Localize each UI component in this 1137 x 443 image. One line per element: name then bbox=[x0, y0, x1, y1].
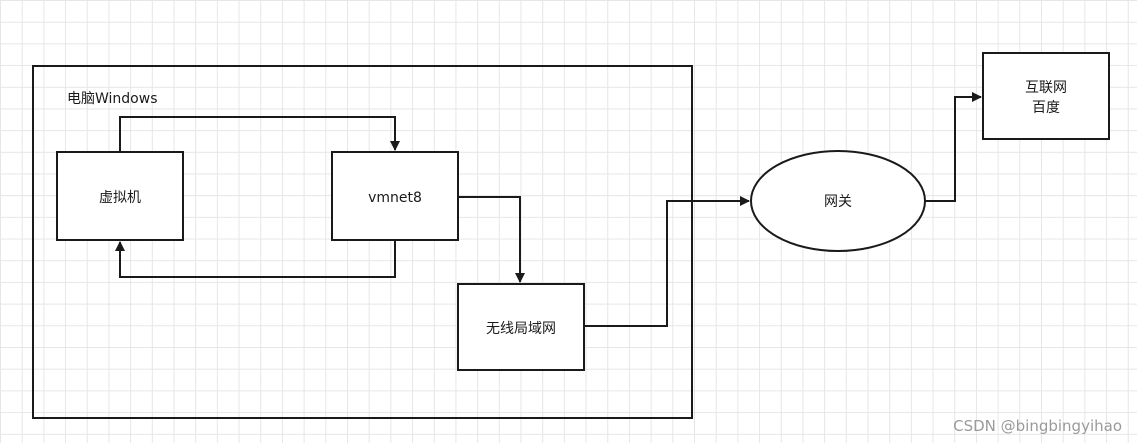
edge-vmnet8-to-wlan bbox=[458, 196, 525, 283]
node-wlan-label: 无线局域网 bbox=[486, 321, 556, 337]
node-vm bbox=[56, 151, 184, 241]
node-internet bbox=[982, 52, 1110, 140]
node-vm-label: 虚拟机 bbox=[99, 190, 141, 206]
edge-vmnet8-to-vm bbox=[115, 240, 396, 278]
node-vmnet8-label: vmnet8 bbox=[368, 190, 422, 206]
node-internet-label-line2: 百度 bbox=[1032, 100, 1060, 116]
watermark: CSDN @bingbingyihao bbox=[953, 417, 1122, 435]
node-gateway-label: 网关 bbox=[824, 194, 852, 210]
node-internet-label-line1: 互联网 bbox=[1025, 80, 1067, 96]
node-wlan bbox=[457, 283, 585, 371]
edge-vm-to-vmnet8 bbox=[119, 116, 400, 152]
edge-gateway-to-internet bbox=[925, 92, 982, 202]
windows-container bbox=[32, 65, 693, 419]
node-vmnet8 bbox=[331, 151, 459, 241]
edge-wlan-to-gateway bbox=[584, 196, 750, 327]
container-label: 电脑Windows bbox=[67, 91, 158, 107]
